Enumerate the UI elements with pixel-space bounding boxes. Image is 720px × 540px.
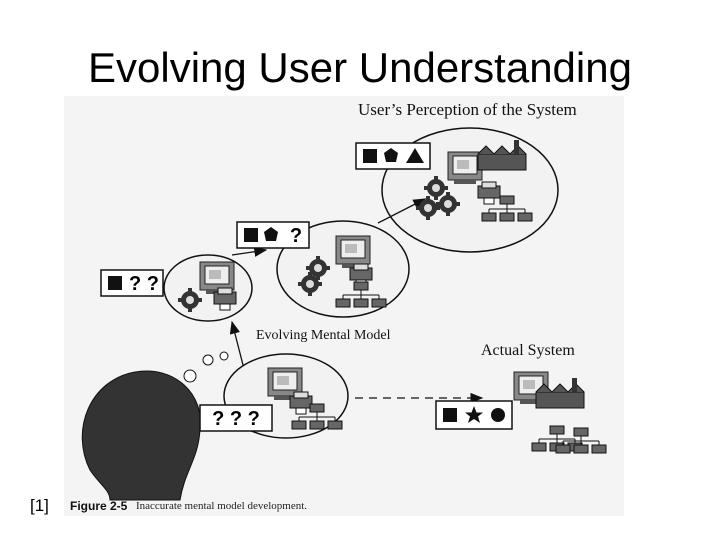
evolving-model-label: Evolving Mental Model (256, 328, 391, 343)
star-symbol (465, 406, 483, 423)
thought-bubble (202, 354, 214, 366)
stage-box-2: ? ? (100, 269, 164, 297)
thought-bubble (183, 369, 197, 383)
square-symbol (108, 276, 122, 290)
perception-label: User’s Perception of the System (358, 100, 577, 119)
pentagon-symbol (264, 227, 278, 241)
square-symbol (244, 228, 258, 242)
thought-bubble (219, 351, 229, 361)
pentagon-symbol (384, 148, 398, 162)
arrow-stage3-to-4 (377, 198, 427, 224)
question-mark: ? (290, 225, 302, 247)
arrow-stage1-to-2 (229, 320, 244, 366)
stage-box-1: ? ? ? (199, 404, 273, 432)
stage-box-actual (435, 400, 513, 430)
stage-box-4 (355, 142, 431, 170)
square-symbol (363, 149, 377, 163)
computer-icon (447, 151, 483, 185)
actual-system-label: Actual System (481, 342, 575, 359)
figure-number: Figure 2-5 (70, 499, 128, 513)
slide-title: Evolving User Understanding (88, 44, 632, 91)
question-marks: ? ? (129, 273, 159, 295)
triangle-symbol (406, 148, 424, 163)
figure-caption: Inaccurate mental model development. (136, 500, 308, 512)
computer-icon (335, 235, 371, 269)
arrow-stage2-to-3 (231, 246, 268, 257)
user-head-silhouette (81, 370, 202, 501)
square-symbol (443, 408, 457, 422)
question-marks: ? ? ? (212, 408, 260, 430)
stage-box-3: ? (236, 221, 310, 249)
circle-symbol (491, 408, 505, 422)
reference-marker: [1] (30, 496, 49, 515)
